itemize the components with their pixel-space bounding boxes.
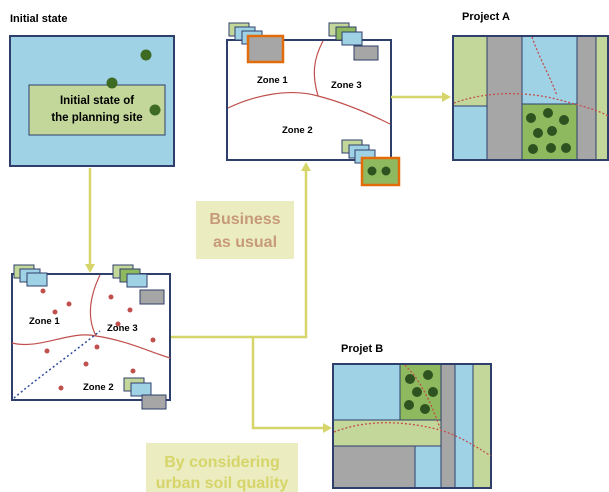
tree-icon (533, 128, 543, 138)
considering-label-2: urban soil quality (156, 475, 289, 492)
business-label-1: Business (209, 211, 280, 228)
orange-highlight-icon (246, 34, 285, 64)
red-cross-icon (40, 288, 156, 391)
business-as-usual-box: Business as usual (196, 201, 294, 259)
initial-state-label-2: the planning site (51, 112, 142, 124)
tree-icon (140, 49, 152, 61)
considering-soil-box: By considering urban soil quality (146, 443, 298, 492)
zone2-label-top: Zone 2 (282, 125, 313, 136)
project-b-plan (332, 363, 492, 489)
arrow-initial-to-zones (85, 168, 95, 273)
tree-icon (420, 404, 430, 414)
tree-icon (526, 113, 536, 123)
orange-highlight-icon (360, 156, 401, 187)
tree-icon (412, 387, 422, 397)
tree-icon (149, 104, 161, 116)
project-a-plan (452, 35, 609, 161)
initial-state-label-1: Initial state of (60, 95, 134, 107)
tree-icon (106, 77, 118, 89)
project-b-title: Projet B (341, 343, 383, 355)
project-a-title: Project A (462, 11, 510, 23)
arrow-to-project-b (251, 337, 325, 430)
zoning-panel: Zone 1 Zone 3 Zone 2 (11, 264, 171, 410)
tree-icon (381, 166, 391, 176)
initial-state-title: Initial state (10, 13, 67, 25)
business-as-usual-zoning-panel: Zone 1 Zone 3 Zone 2 (226, 22, 401, 187)
tree-icon (559, 115, 569, 125)
tree-icon (404, 400, 414, 410)
tree-icon (546, 143, 556, 153)
tree-icon (543, 108, 553, 118)
zone3-label: Zone 3 (107, 323, 138, 334)
zone2-label: Zone 2 (83, 382, 114, 393)
considering-label-1: By considering (164, 454, 280, 471)
tree-icon (561, 143, 571, 153)
arrowhead-right-b (323, 423, 332, 433)
stacked-cards-icon (328, 22, 379, 61)
business-label-2: as usual (213, 234, 277, 251)
initial-state-panel: Initial state of the planning site (9, 35, 175, 167)
stacked-cards-icon (341, 139, 376, 164)
zone1-label: Zone 1 (29, 316, 60, 327)
zone1-label-top: Zone 1 (257, 75, 288, 86)
tree-icon (405, 374, 415, 384)
zone3-label-top: Zone 3 (331, 80, 362, 91)
stacked-cards-icon (123, 377, 167, 410)
arrowhead-up (301, 162, 311, 171)
arrow-to-project-a (391, 92, 451, 102)
tree-icon (528, 144, 538, 154)
arrow-to-business-as-usual (171, 168, 308, 339)
stacked-cards-icon (112, 264, 165, 305)
tree-icon (423, 370, 433, 380)
tree-icon (367, 166, 377, 176)
tree-icon (428, 387, 438, 397)
stacked-cards-icon (13, 264, 48, 287)
tree-icon (547, 126, 557, 136)
